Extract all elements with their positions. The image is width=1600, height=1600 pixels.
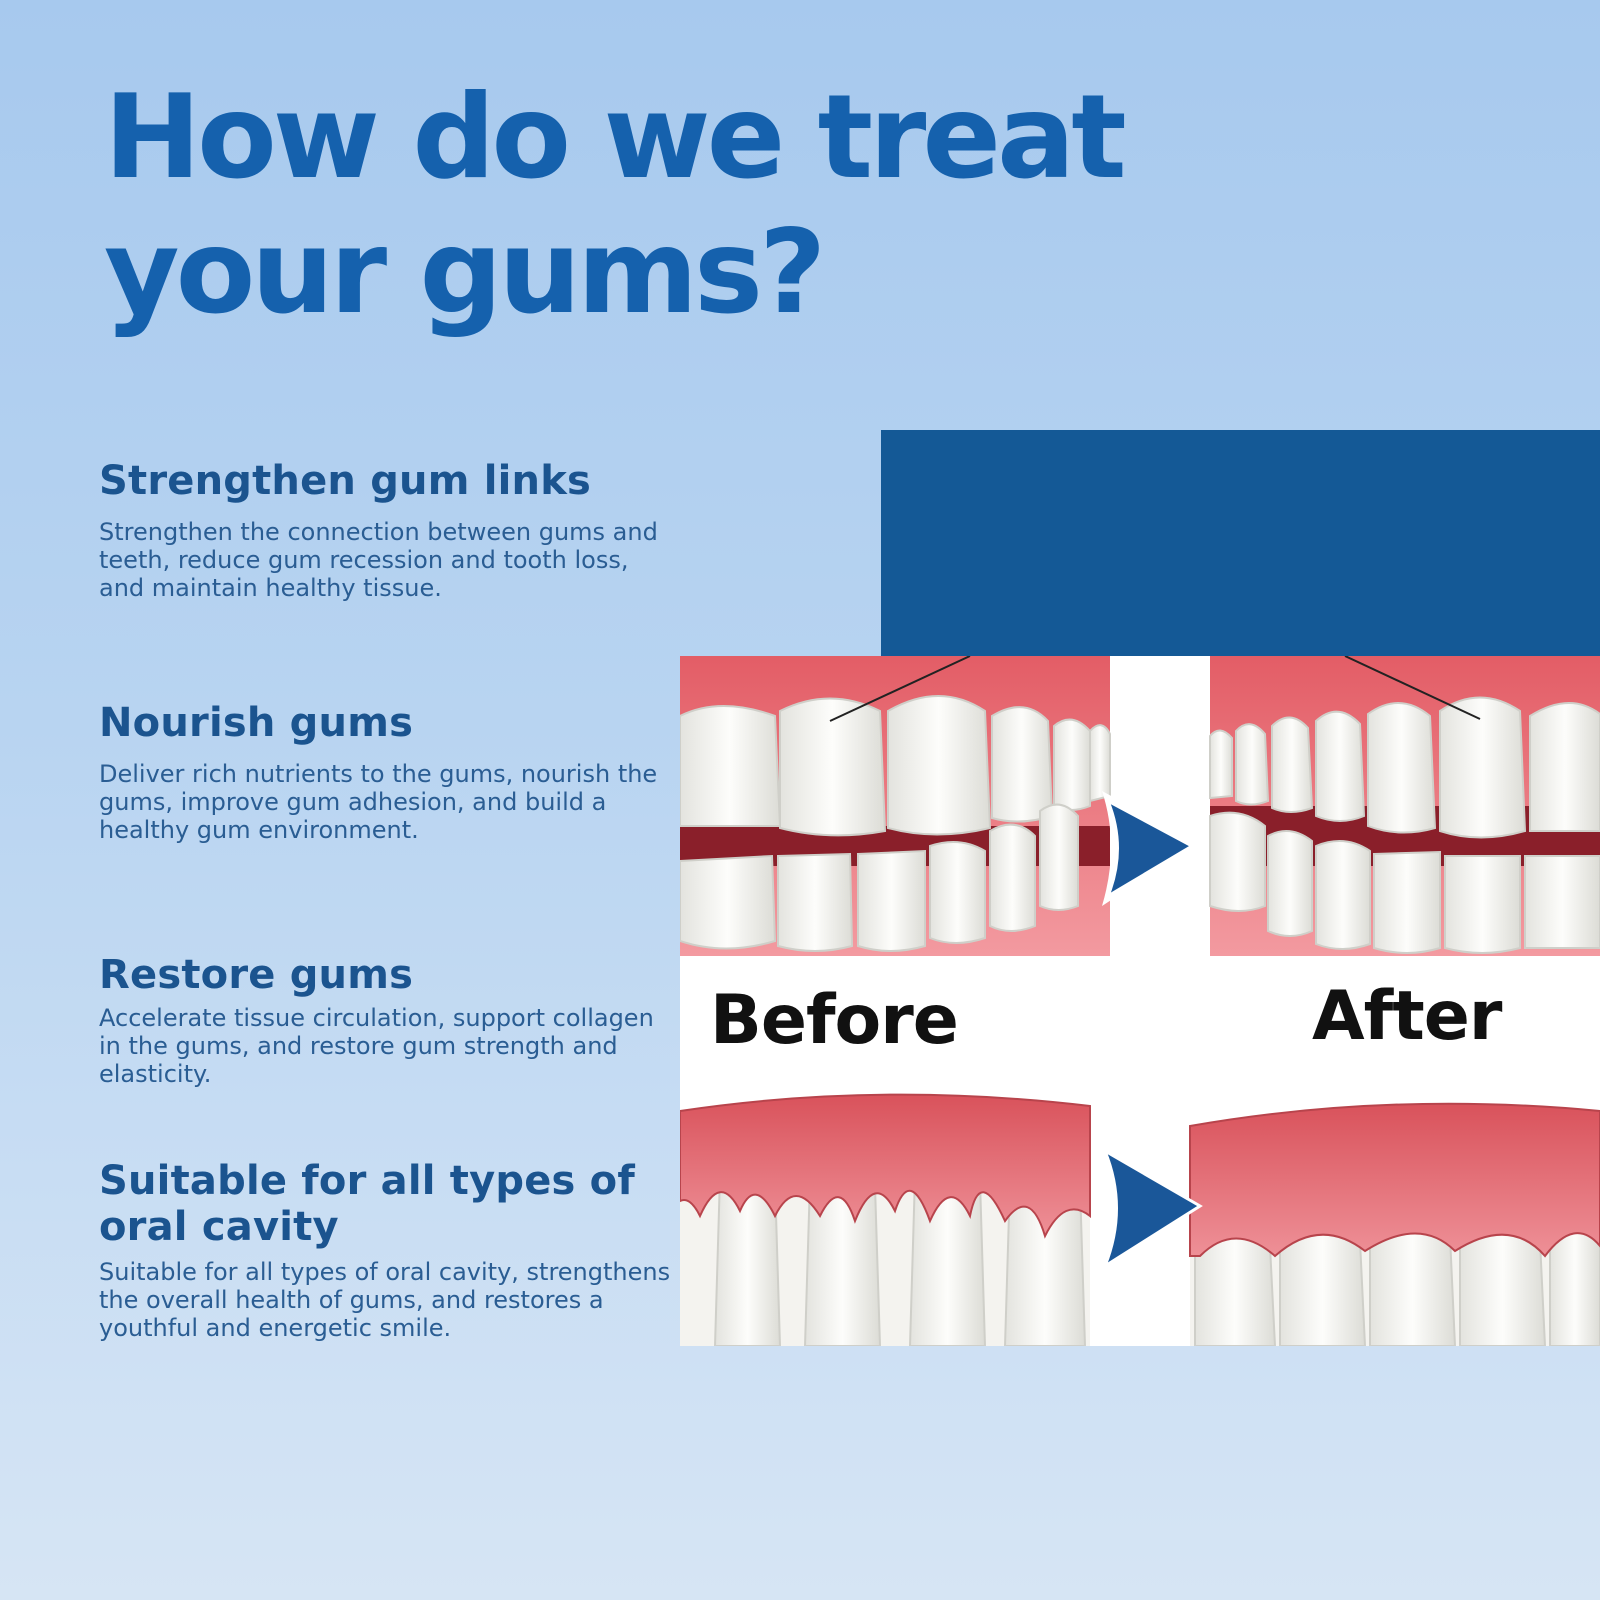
before-label: Before xyxy=(710,981,959,1060)
page-title-line-2: your gums? xyxy=(104,205,826,340)
before-gum-closeup xyxy=(680,1093,1091,1346)
feature-description: Suitable for all types of oral cavity, s… xyxy=(99,1258,671,1342)
after-smile-photo xyxy=(1209,656,1600,956)
feature-title: Suitable for all types of oral cavity xyxy=(99,1158,635,1250)
feature-title: Strengthen gum links xyxy=(99,458,592,504)
feature-title: Nourish gums xyxy=(99,700,414,746)
decorative-navy-block xyxy=(881,430,1600,656)
feature-suitable-for-all: Suitable for all types of oral cavity Su… xyxy=(99,1158,679,1342)
feature-description: Deliver rich nutrients to the gums, nour… xyxy=(99,760,658,844)
feature-description: Strengthen the connection between gums a… xyxy=(99,518,658,602)
feature-restore-gums: Restore gums Accelerate tissue circulati… xyxy=(99,952,679,1088)
feature-strengthen-gum-links: Strengthen gum links Strengthen the conn… xyxy=(99,458,679,602)
page-title-line-1: How do we treat xyxy=(104,70,1127,205)
after-label: After xyxy=(1312,977,1502,1056)
before-after-illustration: Before After xyxy=(680,656,1600,1346)
after-gum-closeup xyxy=(1189,1102,1600,1346)
teeth-illustration xyxy=(680,656,1600,1346)
page-title: How do we treat your gums? xyxy=(104,70,1127,340)
feature-description: Accelerate tissue circulation, support c… xyxy=(99,1004,654,1088)
feature-title: Restore gums xyxy=(99,952,414,998)
before-smile-photo xyxy=(680,656,1111,956)
chevron-right-triangle-icon xyxy=(1101,1147,1203,1270)
chevron-right-triangle-icon xyxy=(1104,797,1196,900)
feature-nourish-gums: Nourish gums Deliver rich nutrients to t… xyxy=(99,700,679,844)
